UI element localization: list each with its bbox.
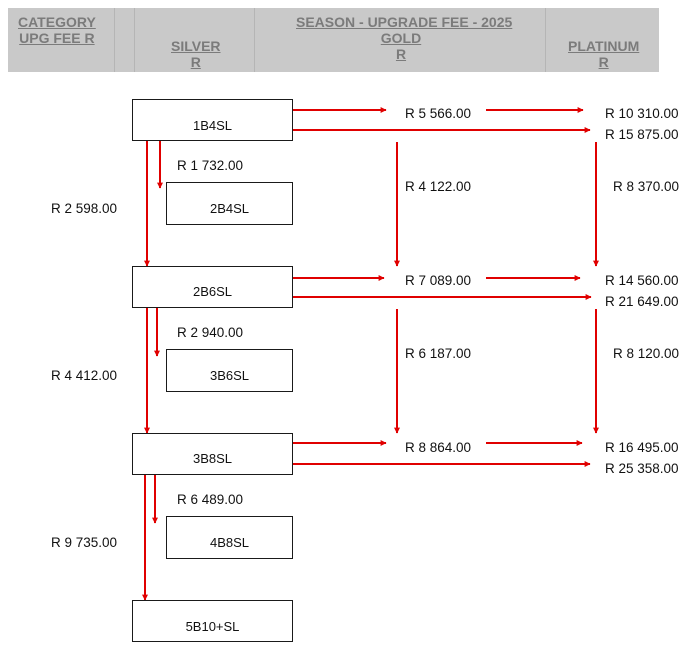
header-bar: CATEGORY UPG FEE R SILVER R SEASON - UPG… [8,8,659,72]
platinum-fee-3b: R 25 358.00 [605,461,679,476]
platinum-header-line2: R [598,54,609,70]
gold-fee-2: R 7 089.00 [405,273,472,288]
gold-header-line2: R [395,46,407,62]
silver-header-line2: R [190,54,201,70]
gold-fee-1: R 5 566.00 [405,106,472,121]
category-fee-1: R 2 598.00 [51,201,118,216]
category-fee-3: R 9 735.00 [51,535,118,550]
gold-fee-3: R 8 864.00 [405,440,472,455]
category-box-label: 2B6SL [192,284,233,299]
category-box-label: 5B10+SL [185,619,240,634]
category-box-2b4sl: 2B4SL [166,182,293,225]
platinum-fee-3a: R 16 495.00 [605,440,679,455]
category-header-line1: CATEGORY [18,14,96,30]
platinum-vertical-fee-2: R 8 120.00 [613,346,680,361]
category-header: CATEGORY UPG FEE R [18,14,96,46]
silver-fee-1: R 1 732.00 [177,158,244,173]
gold-vertical-fee-1: R 4 122.00 [405,179,472,194]
category-fee-2: R 4 412.00 [51,368,118,383]
category-box-1b4sl: 1B4SL [132,99,293,141]
category-box-label: 4B8SL [209,535,250,550]
silver-fee-3: R 6 489.00 [177,492,244,507]
platinum-vertical-fee-1: R 8 370.00 [613,179,680,194]
category-box-4b8sl: 4B8SL [166,516,293,559]
category-box-label: 1B4SL [192,118,233,133]
category-box-3b8sl: 3B8SL [132,433,293,475]
category-box-label: 2B4SL [209,201,250,216]
category-box-3b6sl: 3B6SL [166,349,293,392]
header-divider [114,8,115,72]
category-box-5b10sl: 5B10+SL [132,600,293,642]
silver-header-line1: SILVER [171,38,221,54]
silver-fee-2: R 2 940.00 [177,325,244,340]
platinum-header-line1: PLATINUM [568,38,640,54]
silver-header: SILVER R [171,38,221,70]
platinum-header: PLATINUM R [568,38,639,70]
platinum-fee-1b: R 15 875.00 [605,127,679,142]
gold-header-line1: GOLD [380,30,422,46]
season-header: SEASON - UPGRADE FEE - 2025 GOLD R [296,14,513,62]
category-box-label: 3B8SL [192,451,233,466]
platinum-fee-2b: R 21 649.00 [605,294,679,309]
platinum-fee-1a: R 10 310.00 [605,106,679,121]
gold-vertical-fee-2: R 6 187.00 [405,346,472,361]
category-box-2b6sl: 2B6SL [132,266,293,308]
header-divider [134,8,135,72]
header-divider [254,8,255,72]
season-title: SEASON - UPGRADE FEE - 2025 [296,14,513,30]
header-divider [545,8,546,72]
platinum-fee-2a: R 14 560.00 [605,273,679,288]
category-box-label: 3B6SL [209,368,250,383]
category-header-line2: UPG FEE R [19,30,95,46]
